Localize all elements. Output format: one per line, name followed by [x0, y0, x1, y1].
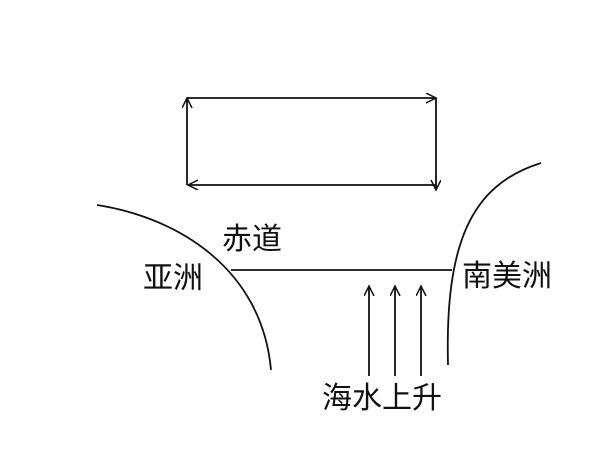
equator-label: 赤道 — [222, 222, 282, 257]
south-america-label: 南美洲 — [462, 259, 552, 294]
sea-level-rise-label: 海水上升 — [322, 381, 442, 416]
asia-coastline — [96, 204, 272, 371]
circulation-loop — [187, 98, 436, 190]
south-america-coastline — [446, 162, 542, 366]
sea-rise-arrows — [369, 286, 421, 376]
asia-label: 亚洲 — [143, 261, 203, 296]
